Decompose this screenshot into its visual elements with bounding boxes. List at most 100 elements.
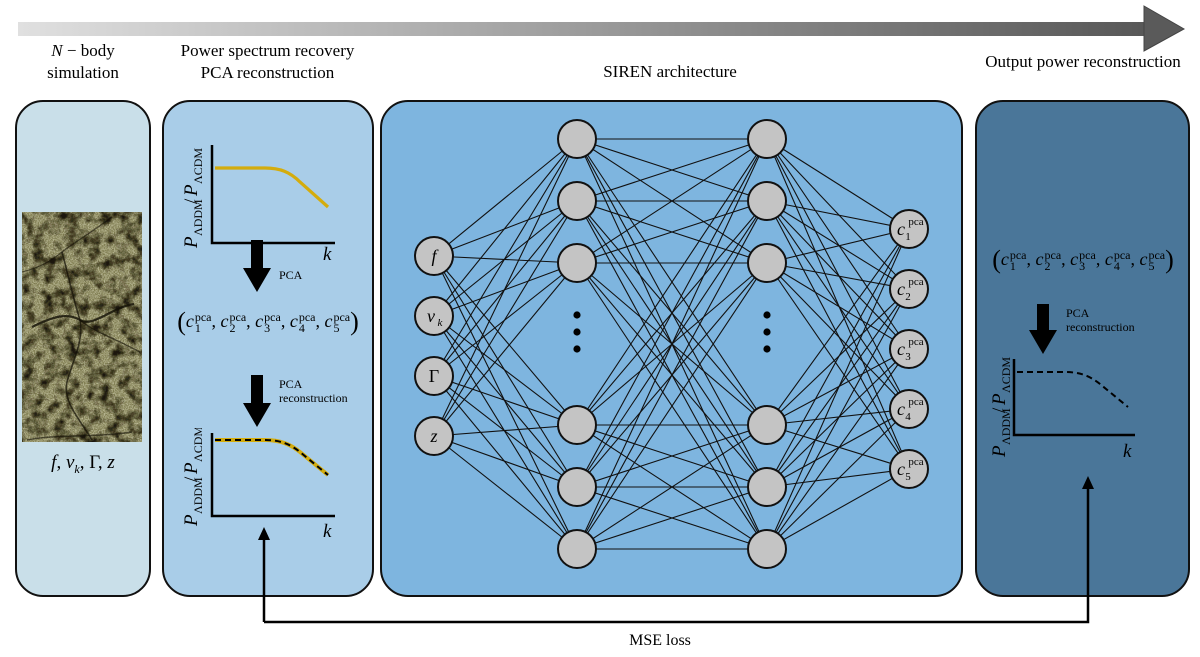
output-node-sup: pca xyxy=(908,216,923,228)
connection xyxy=(766,288,910,550)
separator: , xyxy=(246,311,256,331)
separator: , xyxy=(1026,249,1036,269)
connection xyxy=(576,138,768,202)
connection xyxy=(576,424,768,488)
coefficient-symbol: c xyxy=(220,311,229,331)
label-line: PCA xyxy=(1066,306,1090,320)
ellipsis-dot xyxy=(573,311,581,319)
ellipsis-dot xyxy=(763,311,771,319)
simulation-parameters: f, vk, Γ, z xyxy=(15,452,151,477)
hidden-node xyxy=(747,467,787,507)
connection xyxy=(766,200,910,230)
output-node xyxy=(889,389,929,429)
pca-panel xyxy=(162,100,374,597)
coefficient-symbol: c xyxy=(1139,249,1148,269)
coefficient-index: 2 xyxy=(229,320,236,335)
connection xyxy=(433,138,578,377)
hidden-node xyxy=(747,181,787,221)
connection xyxy=(433,435,578,550)
ylabel-num-sub: ΛDDM xyxy=(999,408,1013,445)
connection xyxy=(766,408,910,488)
pca-arrow-label: PCA xyxy=(279,268,303,282)
ylabel-p: P xyxy=(989,445,1010,458)
connection xyxy=(433,375,578,488)
separator: , xyxy=(1061,249,1071,269)
connection xyxy=(433,424,578,437)
connection xyxy=(433,138,578,437)
coefficient-superscript: pca xyxy=(1113,247,1131,262)
connection xyxy=(766,262,910,290)
ellipsis-dot xyxy=(573,345,581,353)
coefficient-symbol: c xyxy=(255,311,264,331)
ylabel-p2: P xyxy=(181,184,202,197)
output-node-sup: pca xyxy=(908,456,923,468)
coefficient-index: 4 xyxy=(298,320,305,335)
connection xyxy=(576,200,768,264)
separator: , xyxy=(280,311,290,331)
coefficient-superscript: pca xyxy=(298,309,316,324)
input-node-label: z xyxy=(429,426,437,446)
ylabel-p: P xyxy=(181,514,202,527)
coefficient-index: 3 xyxy=(264,320,271,335)
hidden-node xyxy=(747,119,787,159)
separator: , xyxy=(56,452,66,473)
down-arrow-icon xyxy=(243,375,271,427)
separator: , xyxy=(1130,249,1140,269)
separator: , xyxy=(211,311,221,331)
power-ratio-plot-true: P ΛDDM / P ΛCDM k xyxy=(181,145,335,265)
input-node-label: v xyxy=(427,306,435,326)
coefficient-index: 1 xyxy=(1009,258,1016,273)
coefficient-symbol: c xyxy=(185,311,194,331)
true-power-curve xyxy=(215,166,330,209)
xlabel-k: k xyxy=(323,244,332,265)
connection xyxy=(433,315,578,488)
ylabel-num-sub: ΛDDM xyxy=(191,199,205,236)
pipeline-arrow xyxy=(18,5,1186,52)
ylabel-slash: / xyxy=(181,198,202,204)
label-line: reconstruction xyxy=(1066,320,1135,334)
connection xyxy=(766,348,910,550)
coefficient-superscript: pca xyxy=(194,309,212,324)
connection xyxy=(766,468,910,550)
xlabel-k: k xyxy=(323,521,332,542)
coefficient-superscript: pca xyxy=(1148,247,1166,262)
connection xyxy=(766,138,910,410)
connection xyxy=(766,468,910,488)
output-heading: Output power reconstruction xyxy=(985,52,1181,71)
ellipsis-dot xyxy=(573,328,581,336)
reconstructed-power-curve xyxy=(1017,371,1129,408)
connection xyxy=(433,435,578,488)
connection xyxy=(433,255,578,264)
hidden-node xyxy=(747,405,787,445)
plot-axes xyxy=(1012,359,1135,437)
connection xyxy=(766,228,910,264)
connection xyxy=(433,315,578,550)
output-panel xyxy=(975,100,1190,597)
connection xyxy=(433,200,578,257)
connection xyxy=(576,200,768,550)
connection xyxy=(766,408,910,550)
connection xyxy=(576,138,768,426)
connection xyxy=(766,228,910,488)
output-node-sub: 2 xyxy=(905,291,911,303)
connection xyxy=(433,138,578,257)
y-axis-label: P ΛDDM / P ΛCDM xyxy=(181,428,205,527)
coefficient-symbol: c xyxy=(324,311,333,331)
connection xyxy=(766,228,910,426)
ylabel-p2: P xyxy=(181,462,202,475)
